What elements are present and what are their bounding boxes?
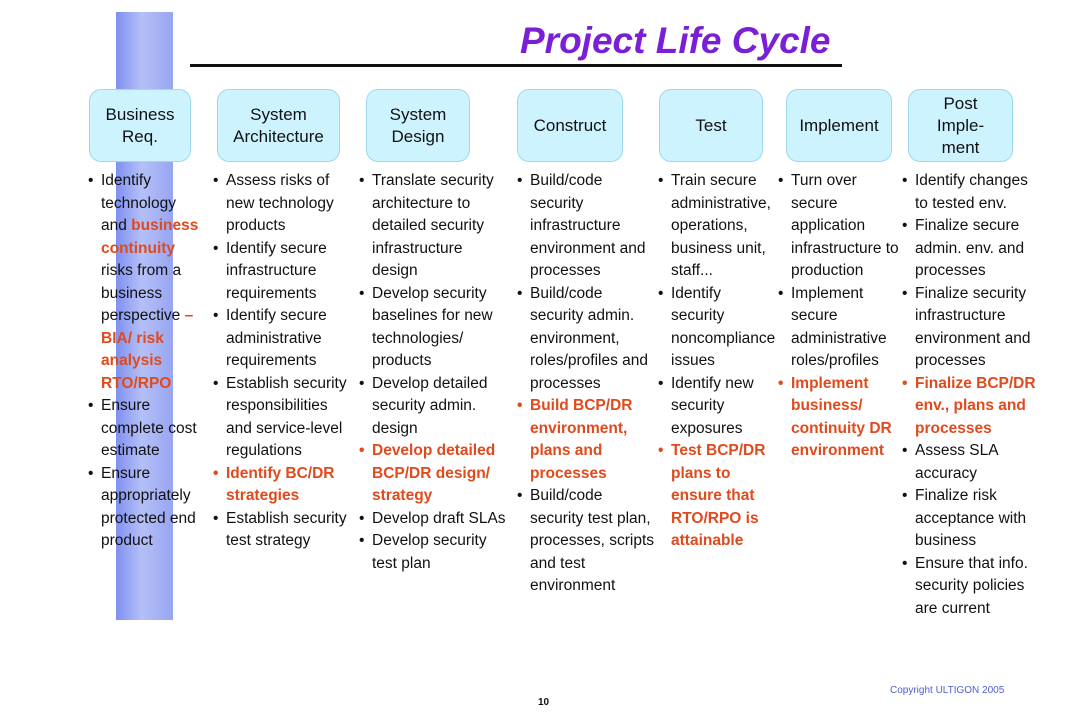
bullet-item: Identify new security exposures	[658, 373, 778, 441]
phase-box-implement: Implement	[786, 89, 892, 162]
phase-box-system-design: System Design	[366, 89, 470, 162]
bullet-item: Develop draft SLAs	[359, 508, 511, 531]
page-title: Project Life Cycle	[520, 20, 831, 61]
page-number: 10	[538, 697, 550, 708]
bullet-text: Identify technology and	[101, 172, 176, 234]
bullet-item: Develop detailed BCP/DR design/ strategy	[359, 440, 511, 508]
bullet-item: Assess risks of new technology products	[213, 170, 353, 238]
phase-box-test: Test	[659, 89, 763, 162]
bullet-item: Establish security responsibilities and …	[213, 373, 353, 463]
title-underline	[190, 64, 842, 67]
phase-box-post-implement: Post Imple- ment	[908, 89, 1013, 162]
column-post-implement: Identify changes to tested env.Finalize …	[902, 170, 1042, 620]
column-test: Train secure administrative, operations,…	[658, 170, 778, 553]
bullet-item: Implement business/ continuity DR enviro…	[778, 373, 906, 463]
phase-box-construct: Construct	[517, 89, 623, 162]
phase-box-business-req: Business Req.	[89, 89, 191, 162]
bullet-item: Turn over secure application infrastruct…	[778, 170, 906, 283]
bullet-item: Identify secure infrastructure requireme…	[213, 238, 353, 306]
bullet-item: Identify changes to tested env.	[902, 170, 1042, 215]
column-implement: Turn over secure application infrastruct…	[778, 170, 906, 463]
bullet-item: Implement secure administrative roles/pr…	[778, 283, 906, 373]
bullet-item: Build/code security infrastructure envir…	[517, 170, 655, 283]
bullet-item: Identify technology and business continu…	[88, 170, 204, 395]
bullet-item: Finalize security infrastructure environ…	[902, 283, 1042, 373]
column-construct: Build/code security infrastructure envir…	[517, 170, 655, 598]
bullet-item: Finalize secure admin. env. and processe…	[902, 215, 1042, 283]
column-system-architecture: Assess risks of new technology productsI…	[213, 170, 353, 553]
bullet-item: Build/code security admin. environment, …	[517, 283, 655, 396]
bullet-item: Develop security baselines for new techn…	[359, 283, 511, 373]
bullet-item: Train secure administrative, operations,…	[658, 170, 778, 283]
highlighted-text: business continuity	[101, 217, 199, 257]
highlighted-text: – BIA/ risk analysis RTO/RPO	[101, 307, 194, 392]
bullet-item: Develop security test plan	[359, 530, 511, 575]
bullet-item: Ensure complete cost estimate	[88, 395, 204, 463]
copyright-notice: Copyright ULTIGON 2005	[890, 685, 1005, 696]
bullet-item: Assess SLA accuracy	[902, 440, 1042, 485]
bullet-text: risks from a business perspective	[101, 262, 185, 324]
bullet-item: Finalize BCP/DR env., plans and processe…	[902, 373, 1042, 441]
bullet-item: Build/code security test plan, processes…	[517, 485, 655, 598]
bullet-item: Ensure that info. security policies are …	[902, 553, 1042, 621]
phase-box-system-architecture: System Architecture	[217, 89, 340, 162]
bullet-item: Identify secure administrative requireme…	[213, 305, 353, 373]
bullet-item: Build BCP/DR environment, plans and proc…	[517, 395, 655, 485]
bullet-item: Identify security noncompliance issues	[658, 283, 778, 373]
column-business-req: Identify technology and business continu…	[88, 170, 204, 553]
bullet-item: Establish security test strategy	[213, 508, 353, 553]
bullet-item: Finalize risk acceptance with business	[902, 485, 1042, 553]
bullet-item: Translate security architecture to detai…	[359, 170, 511, 283]
bullet-item: Identify BC/DR strategies	[213, 463, 353, 508]
bullet-item: Ensure appropriately protected end produ…	[88, 463, 204, 553]
column-system-design: Translate security architecture to detai…	[359, 170, 511, 575]
bullet-item: Test BCP/DR plans to ensure that RTO/RPO…	[658, 440, 778, 553]
bullet-item: Develop detailed security admin. design	[359, 373, 511, 441]
